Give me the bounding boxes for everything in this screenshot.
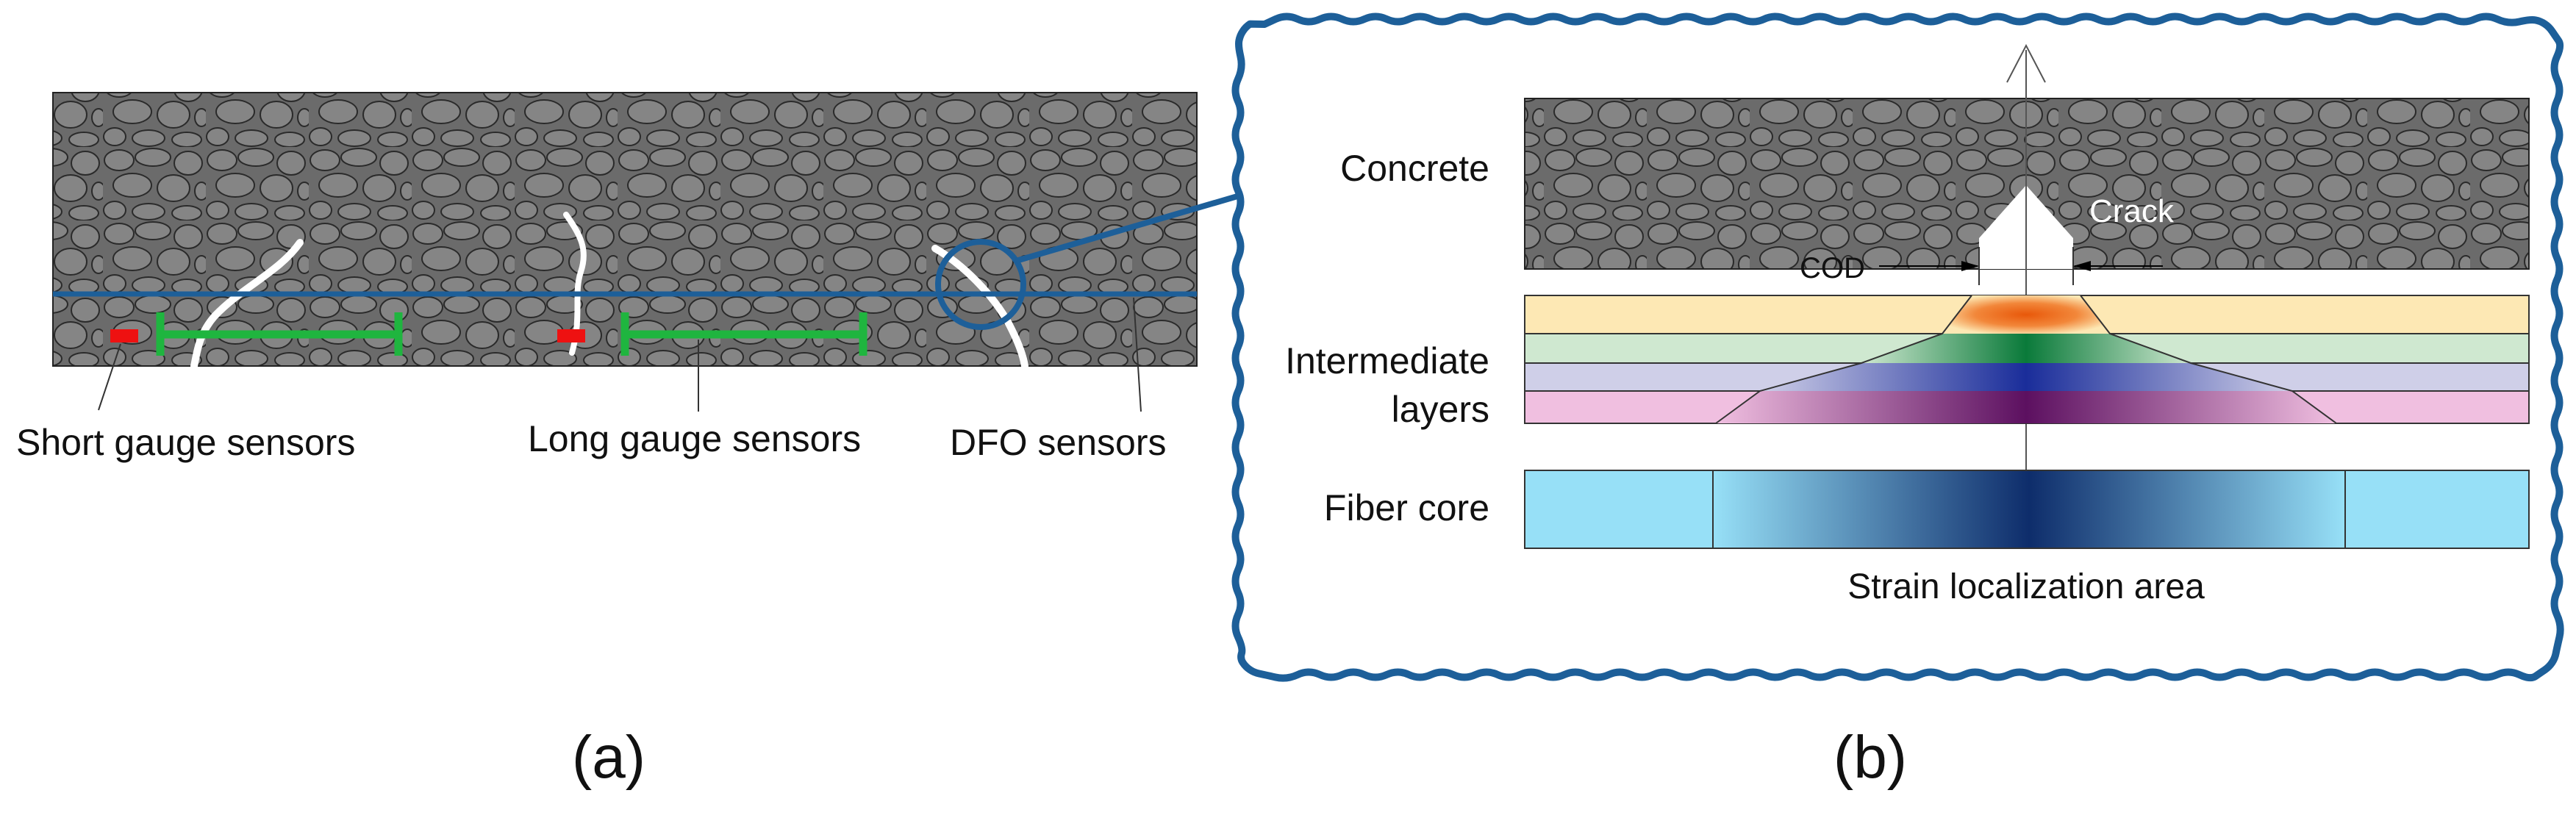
label-long-gauge: Long gauge sensors [528, 418, 861, 459]
long-gauge-sensor-1 [156, 312, 403, 356]
panel-a: Short gauge sensors Long gauge sensors D… [16, 92, 1244, 791]
strain-band-green [1861, 334, 2191, 363]
label-strain-area: Strain localization area [1847, 567, 2205, 606]
label-concrete: Concrete [1340, 148, 1489, 189]
long-gauge-sensor-2 [620, 312, 867, 356]
crack-2 [563, 212, 587, 356]
fiber-core-left [1525, 470, 1713, 548]
short-gauge-sensor-2 [557, 329, 585, 342]
label-cod: COD [1800, 252, 1865, 284]
zoom-circle [935, 239, 1026, 330]
label-dfo: DFO sensors [950, 422, 1167, 463]
label-intermediate-2: layers [1392, 389, 1489, 430]
label-intermediate-1: Intermediate [1285, 340, 1489, 381]
wavy-frame [1231, 12, 2564, 682]
label-short-gauge: Short gauge sensors [16, 422, 355, 463]
leader-dfo [1133, 297, 1142, 412]
short-gauge-sensor-1 [110, 329, 138, 342]
caption-a: (a) [572, 724, 645, 791]
strain-band-blue [1760, 363, 2292, 391]
label-crack: Crack [2089, 193, 2175, 229]
panel-b: Crack COD Concrete Intermediate layers F… [1231, 12, 2564, 791]
fiber-core-outline [1524, 470, 2530, 549]
strain-band-orange [1942, 295, 2110, 334]
leader-short-gauge [98, 343, 121, 411]
fiber-core-gradient [1713, 470, 2345, 548]
zoom-connector [1015, 192, 1244, 264]
strain-band-purple [1716, 391, 2336, 423]
crack-3 [931, 245, 1028, 370]
caption-b: (b) [1833, 724, 1907, 791]
fiber-core-right [2345, 470, 2529, 548]
strain-outline [1715, 295, 2337, 424]
up-arrow-icon [2006, 43, 2046, 83]
crack-1 [190, 239, 304, 370]
label-fiber-core: Fiber core [1324, 487, 1489, 528]
